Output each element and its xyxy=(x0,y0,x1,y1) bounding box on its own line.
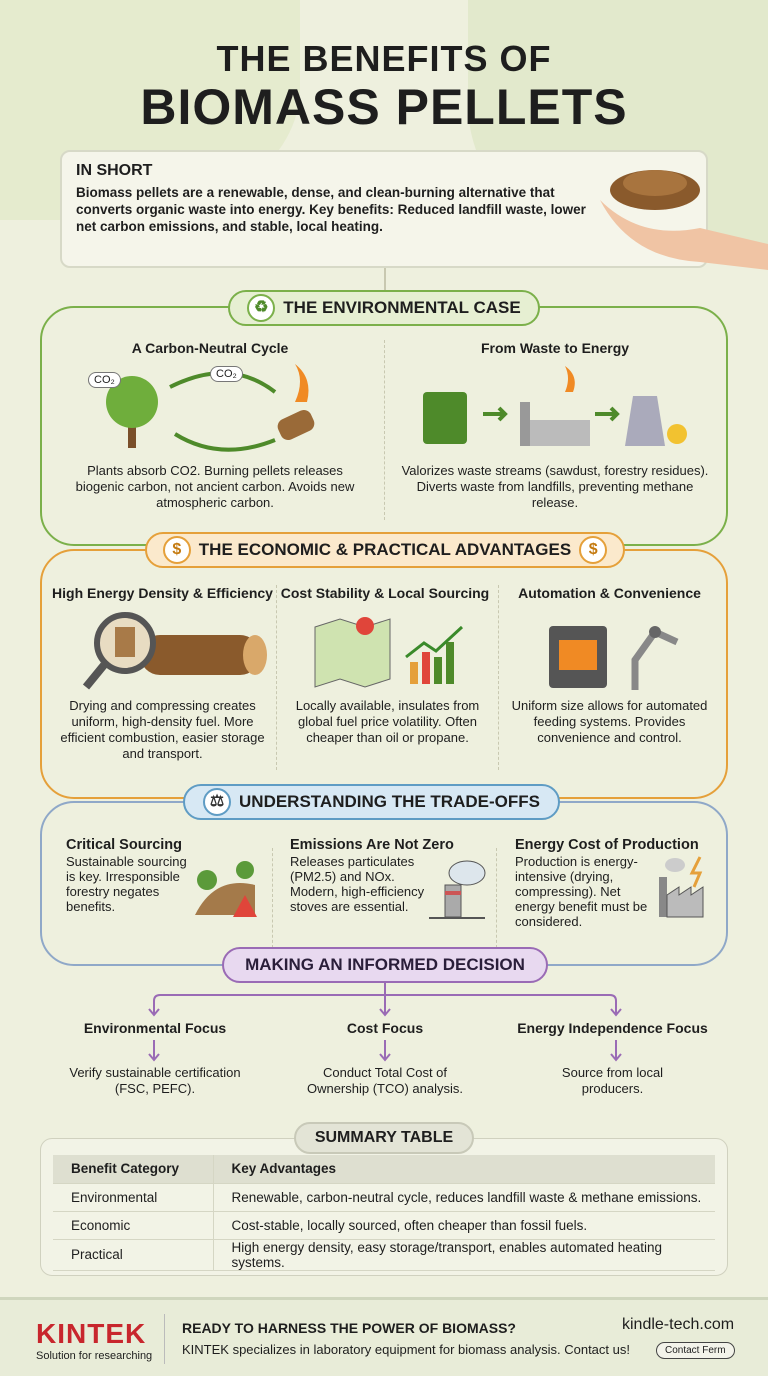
co2-label: CO₂ xyxy=(88,372,121,388)
stove-robot-illustration xyxy=(545,612,695,692)
cost-stability-heading: Cost Stability & Local Sourcing xyxy=(280,585,490,601)
divider xyxy=(384,340,385,520)
decision-down-arrows xyxy=(148,1040,622,1062)
tradeoff-text: Releases particulates (PM2.5) and NOx. M… xyxy=(290,854,425,914)
tradeoff-text: Sustainable sourcing is key. Irresponsib… xyxy=(66,854,187,914)
advantages-cell: Cost-stable, locally sourced, often chea… xyxy=(213,1211,715,1240)
tradeoff-heading: Critical Sourcing xyxy=(66,837,183,853)
tradeoffs-header: ⚖ UNDERSTANDING THE TRADE-OFFS xyxy=(183,784,560,820)
magnifier-log-illustration xyxy=(80,605,270,695)
money-gear-icon: $ xyxy=(162,536,191,564)
waste-energy-text: Valorizes waste streams (sawdust, forest… xyxy=(401,463,709,510)
summary-title-text: SUMMARY TABLE xyxy=(314,1129,454,1146)
category-cell: Economic xyxy=(53,1211,214,1240)
column-header: Key Advantages xyxy=(213,1155,715,1184)
recycle-icon: ♻ xyxy=(247,294,276,322)
hand-with-pellets-illustration xyxy=(600,140,768,270)
decision-header: MAKING AN INFORMED DECISION xyxy=(222,947,548,983)
cta-text: KINTEK specializes in laboratory equipme… xyxy=(182,1342,630,1357)
money-cycle-icon: $ xyxy=(579,536,608,564)
advantages-cell: Renewable, carbon-neutral cycle, reduces… xyxy=(213,1183,715,1212)
advantages-cell: High energy density, easy storage/transp… xyxy=(213,1239,715,1271)
energy-density-heading: High Energy Density & Efficiency xyxy=(52,585,273,601)
in-short-box: IN SHORT Biomass pellets are a renewable… xyxy=(60,150,708,268)
decision-branch-arrows xyxy=(148,983,622,1017)
environmental-header: ♻ THE ENVIRONMENTAL CASE xyxy=(228,290,540,326)
tradeoff-energy-cost: Energy Cost of Production Production is … xyxy=(515,836,715,929)
divider xyxy=(496,848,497,948)
waste-energy-heading: From Waste to Energy xyxy=(480,340,630,356)
column-header: Benefit Category xyxy=(53,1155,214,1184)
carbon-cycle-illustration: CO₂ CO₂ xyxy=(80,362,330,452)
carbon-cycle-heading: A Carbon-Neutral Cycle xyxy=(131,340,289,356)
map-chart-illustration xyxy=(310,612,470,692)
title-line-2: BIOMASS PELLETS xyxy=(140,79,628,135)
co2-label: CO₂ xyxy=(210,366,243,382)
decision-independence-text: Source from local producers. xyxy=(561,1065,664,1096)
summary-title: SUMMARY TABLE xyxy=(294,1122,474,1154)
energy-density-text: Drying and compressing creates uniform, … xyxy=(60,698,265,761)
tradeoff-text: Production is energy-intensive (drying, … xyxy=(515,854,648,929)
logo-tagline: Solution for researching xyxy=(36,1350,153,1362)
economic-header: $ THE ECONOMIC & PRACTICAL ADVANTAGES $ xyxy=(145,532,625,568)
contact-form-button[interactable]: Contact Ferm xyxy=(656,1342,735,1359)
carbon-cycle-text: Plants absorb CO2. Burning pellets relea… xyxy=(75,463,355,510)
divider xyxy=(272,848,273,948)
divider xyxy=(498,585,499,770)
tradeoff-heading: Energy Cost of Production xyxy=(515,837,699,853)
automation-text: Uniform size allows for automated feedin… xyxy=(511,698,708,745)
category-cell: Practical xyxy=(53,1239,214,1271)
in-short-text: Biomass pellets are a renewable, dense, … xyxy=(76,185,586,234)
footer: KINTEK Solution for researching READY TO… xyxy=(0,1297,768,1376)
category-cell: Environmental xyxy=(53,1183,214,1212)
website-link[interactable]: kindle-tech.com xyxy=(622,1316,735,1333)
decision-cost-text: Conduct Total Cost of Ownership (TCO) an… xyxy=(306,1065,464,1096)
decision-title: MAKING AN INFORMED DECISION xyxy=(245,955,525,974)
connector-line xyxy=(384,268,386,290)
tradeoff-emissions: Emissions Are Not Zero Releases particul… xyxy=(290,836,490,914)
decision-cost-heading: Cost Focus xyxy=(346,1020,424,1036)
decision-environmental-text: Verify sustainable certification (FSC, P… xyxy=(69,1065,241,1096)
kintek-logo[interactable]: KINTEK xyxy=(36,1318,147,1349)
deforestation-warning-icon xyxy=(195,861,257,917)
tradeoff-heading: Emissions Are Not Zero xyxy=(290,837,454,853)
factory-lightning-icon xyxy=(659,856,704,918)
balance-scale-icon: ⚖ xyxy=(203,788,232,816)
in-short-heading: IN SHORT xyxy=(76,162,153,179)
title-line-1: THE BENEFITS OF xyxy=(216,38,552,79)
tradeoffs-title: UNDERSTANDING THE TRADE-OFFS xyxy=(239,792,540,811)
divider xyxy=(276,585,277,770)
environmental-title: THE ENVIRONMENTAL CASE xyxy=(283,298,521,317)
divider xyxy=(164,1314,165,1364)
smokestack-icon xyxy=(429,860,486,919)
decision-independence-heading: Energy Independence Focus xyxy=(517,1020,708,1036)
economic-title: THE ECONOMIC & PRACTICAL ADVANTAGES xyxy=(198,540,572,559)
cta-title: READY TO HARNESS THE POWER OF BIOMASS? xyxy=(182,1320,516,1336)
automation-heading: Automation & Convenience xyxy=(518,585,701,601)
waste-to-energy-illustration xyxy=(415,362,705,452)
cost-stability-text: Locally available, insulates from global… xyxy=(295,698,480,745)
tradeoff-critical-sourcing: Critical Sourcing Sustainable sourcing i… xyxy=(66,836,266,914)
decision-environmental-heading: Environmental Focus xyxy=(83,1020,227,1036)
